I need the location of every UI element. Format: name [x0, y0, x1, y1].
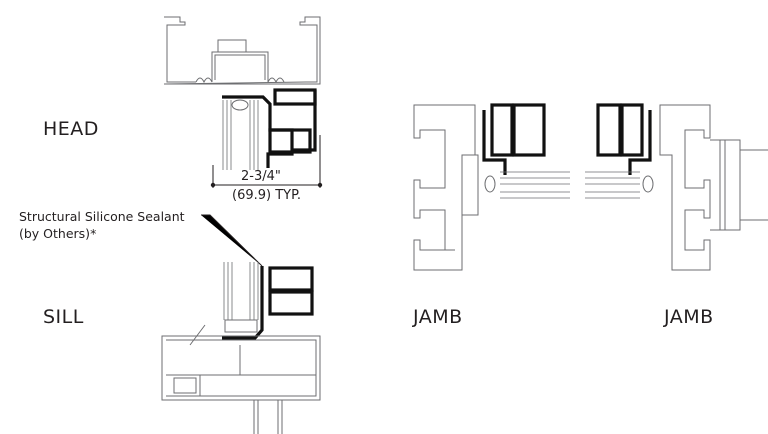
jamb-right-label: JAMB	[664, 306, 714, 328]
dimension-metric: (69.9) TYP.	[232, 188, 302, 203]
callout-leader-line	[201, 214, 263, 267]
head-detail-drawing	[163, 16, 323, 188]
head-label: HEAD	[43, 118, 99, 140]
jamb-right-detail-drawing	[585, 103, 768, 271]
jamb-left-label: JAMB	[413, 306, 463, 328]
callout-line2: (by Others)*	[19, 226, 97, 241]
head-glass-lines	[222, 100, 259, 170]
dimension-imperial: 2-3/4"	[241, 169, 281, 184]
sill-detail-drawing	[161, 262, 321, 434]
callout-line1: Structural Silicone Sealant	[19, 209, 185, 224]
jamb-left-detail-drawing	[413, 103, 570, 271]
sill-label: SILL	[43, 306, 84, 328]
